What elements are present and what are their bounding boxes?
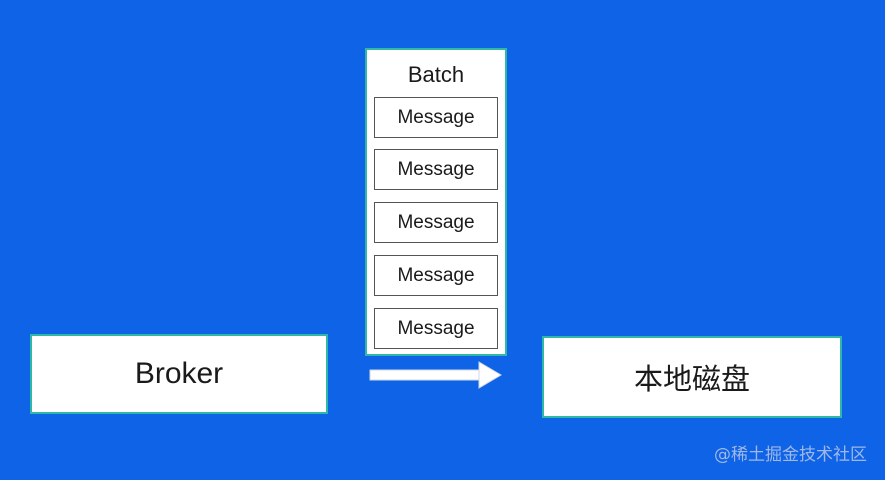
message-label: Message (397, 317, 475, 339)
message-box: Message (374, 97, 498, 138)
message-label: Message (397, 211, 475, 233)
message-box: Message (374, 255, 498, 296)
message-box: Message (374, 308, 498, 349)
local-disk-box: 本地磁盘 (542, 336, 842, 418)
local-disk-label: 本地磁盘 (633, 362, 750, 396)
message-label: Message (397, 158, 475, 180)
broker-label: Broker (134, 357, 224, 390)
message-box: Message (374, 202, 498, 243)
message-label: Message (397, 264, 475, 286)
message-box: Message (374, 149, 498, 190)
batch-title: Batch (407, 62, 465, 87)
batch-box: Batch Message Message Message Message Me… (365, 48, 507, 356)
right-arrow-icon (369, 361, 502, 389)
message-label: Message (397, 106, 475, 128)
broker-box: Broker (30, 334, 328, 414)
watermark: @稀土掘金技术社区 (714, 445, 867, 465)
